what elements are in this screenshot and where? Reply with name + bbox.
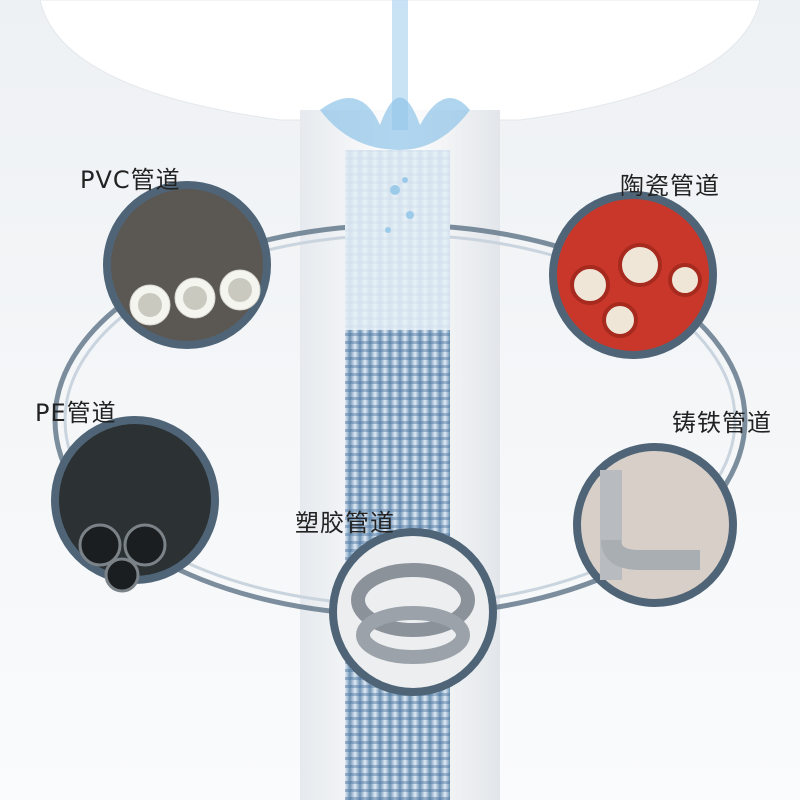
- label-plastic: 塑胶管道: [295, 509, 395, 537]
- label-ceramic: 陶瓷管道: [620, 172, 720, 200]
- water-splash: [320, 97, 470, 150]
- cast-iron-pipe-circle: [573, 443, 737, 607]
- pvc-pipe-circle: [103, 181, 271, 349]
- label-pe: PE管道: [35, 399, 117, 427]
- label-cast-iron: 铸铁管道: [672, 409, 772, 437]
- pe-pipe-circle: [51, 416, 219, 593]
- water-stream: [392, 0, 408, 130]
- ceramic-pipe-circle: [549, 191, 717, 359]
- plastic-hose-circle: [329, 528, 497, 696]
- label-pvc: PVC管道: [80, 166, 181, 194]
